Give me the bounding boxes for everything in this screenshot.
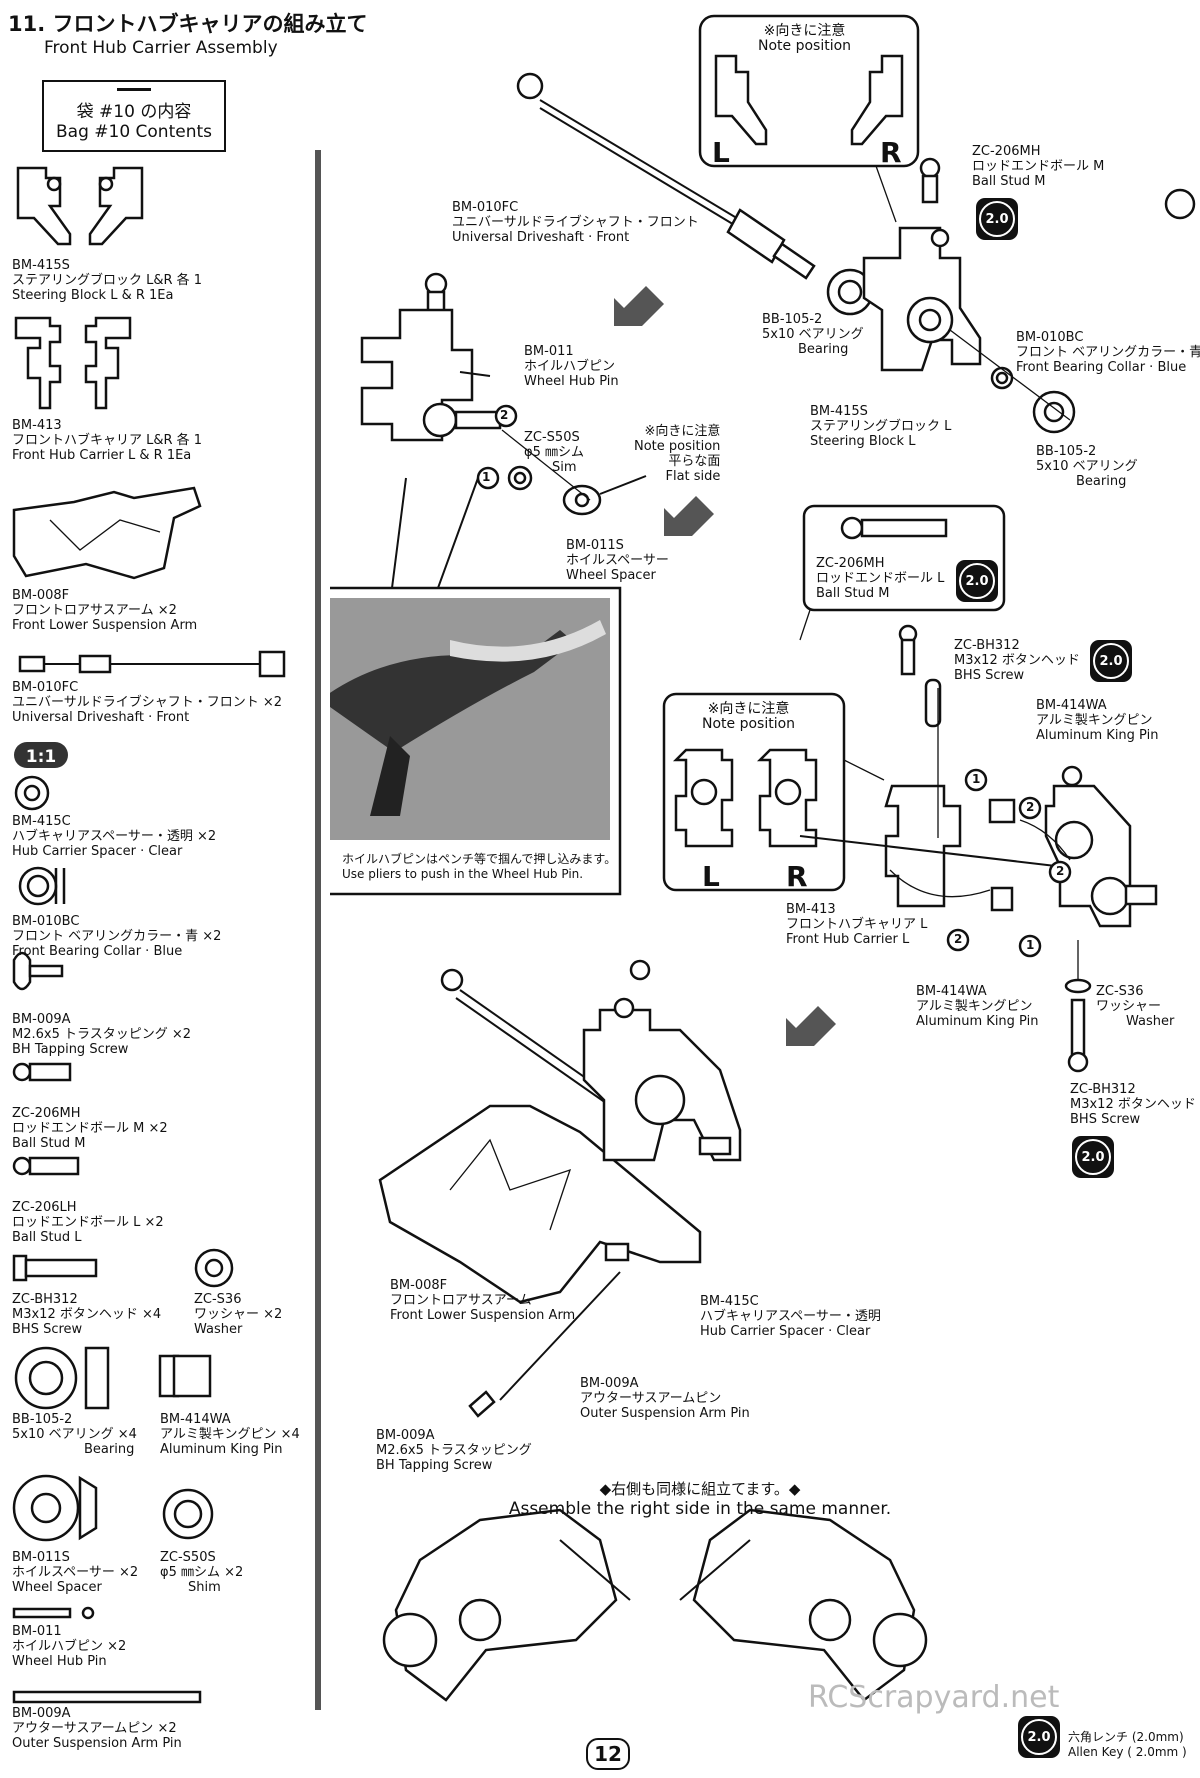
title-en: Front Hub Carrier Assembly bbox=[44, 38, 278, 58]
driveshaft-top bbox=[516, 72, 816, 280]
photo-pointer bbox=[390, 477, 479, 589]
note-block-r bbox=[850, 54, 904, 146]
note-top-r: R bbox=[880, 136, 902, 169]
step-2-mid-c: 2 bbox=[954, 932, 963, 946]
step-1-mid-b: 1 bbox=[1026, 938, 1035, 952]
assembly-diagram bbox=[330, 14, 1196, 1702]
bag-bar bbox=[117, 88, 151, 91]
watermark: RCScrapyard.net bbox=[808, 1680, 1060, 1715]
allen-key-icon-3: 2.0 bbox=[1090, 640, 1132, 682]
bag-jp: 袋 #10 の内容 bbox=[76, 102, 192, 122]
driveshaft-icon bbox=[18, 650, 286, 678]
bottom-assembly-left bbox=[382, 1508, 631, 1702]
suspension-arm-icon bbox=[12, 486, 202, 580]
allen-key-icon-4: 2.0 bbox=[1072, 1136, 1114, 1178]
direction-arrow-2 bbox=[664, 496, 714, 536]
direction-arrow-3 bbox=[786, 1006, 836, 1046]
steering-block-mid bbox=[1044, 765, 1158, 928]
bearing-top bbox=[826, 268, 874, 316]
ball-stud-top bbox=[919, 157, 941, 204]
steering-block-top bbox=[862, 226, 982, 372]
scale-badge bbox=[14, 742, 68, 768]
note-block-l bbox=[714, 54, 768, 146]
step-1-mid-a: 1 bbox=[972, 772, 981, 786]
allen-key-label: 六角レンチ (2.0mm)Allen Key ( 2.0mm ) bbox=[1068, 1730, 1187, 1759]
allen-key-icon-footer: 2.0 bbox=[1018, 1716, 1060, 1758]
bottom-assembly-right bbox=[679, 1508, 928, 1702]
note-mid-l: L bbox=[702, 860, 720, 893]
steering-block-icon bbox=[16, 166, 144, 246]
scale-text: 1:1 bbox=[25, 747, 57, 767]
bag-box: 袋 #10 の内容 Bag #10 Contents bbox=[42, 80, 226, 152]
step-2-mid-a: 2 bbox=[1026, 800, 1035, 814]
hub-carrier-upper bbox=[360, 272, 502, 442]
step-markers-upper bbox=[476, 404, 518, 490]
page-number: 12 bbox=[586, 1738, 630, 1770]
parts-illustrations bbox=[12, 166, 286, 1704]
step-1-upper: 1 bbox=[482, 470, 491, 484]
step-2-upper: 2 bbox=[500, 408, 509, 422]
hub-carrier-icon bbox=[14, 316, 132, 410]
direction-arrow-1 bbox=[614, 286, 664, 326]
note-mid-r: R bbox=[786, 860, 808, 893]
lower-assembly bbox=[378, 959, 742, 1418]
allen-key-icon-1: 2.0 bbox=[976, 198, 1018, 240]
title-jp: 11. フロントハブキャリアの組み立て bbox=[8, 12, 368, 36]
step-markers-mid bbox=[946, 768, 1072, 958]
photo-caption: ホイルハブピンはペンチ等で掴んで押し込みます。Use pliers to pus… bbox=[342, 852, 617, 881]
bottom-instruction: ◆右側も同様に組立てます。◆ Assemble the right side i… bbox=[508, 1480, 892, 1519]
allen-key-icon-2: 2.0 bbox=[956, 560, 998, 602]
hub-carrier-mid bbox=[799, 624, 1091, 912]
note-top-l: L bbox=[712, 136, 730, 169]
page-title: 11. フロントハブキャリアの組み立て Front Hub Carrier As… bbox=[8, 8, 368, 58]
partial-part-top-right bbox=[1164, 188, 1196, 220]
bag-en: Bag #10 Contents bbox=[55, 122, 213, 142]
column-divider bbox=[315, 150, 321, 1710]
step-2-mid-b: 2 bbox=[1056, 864, 1065, 878]
